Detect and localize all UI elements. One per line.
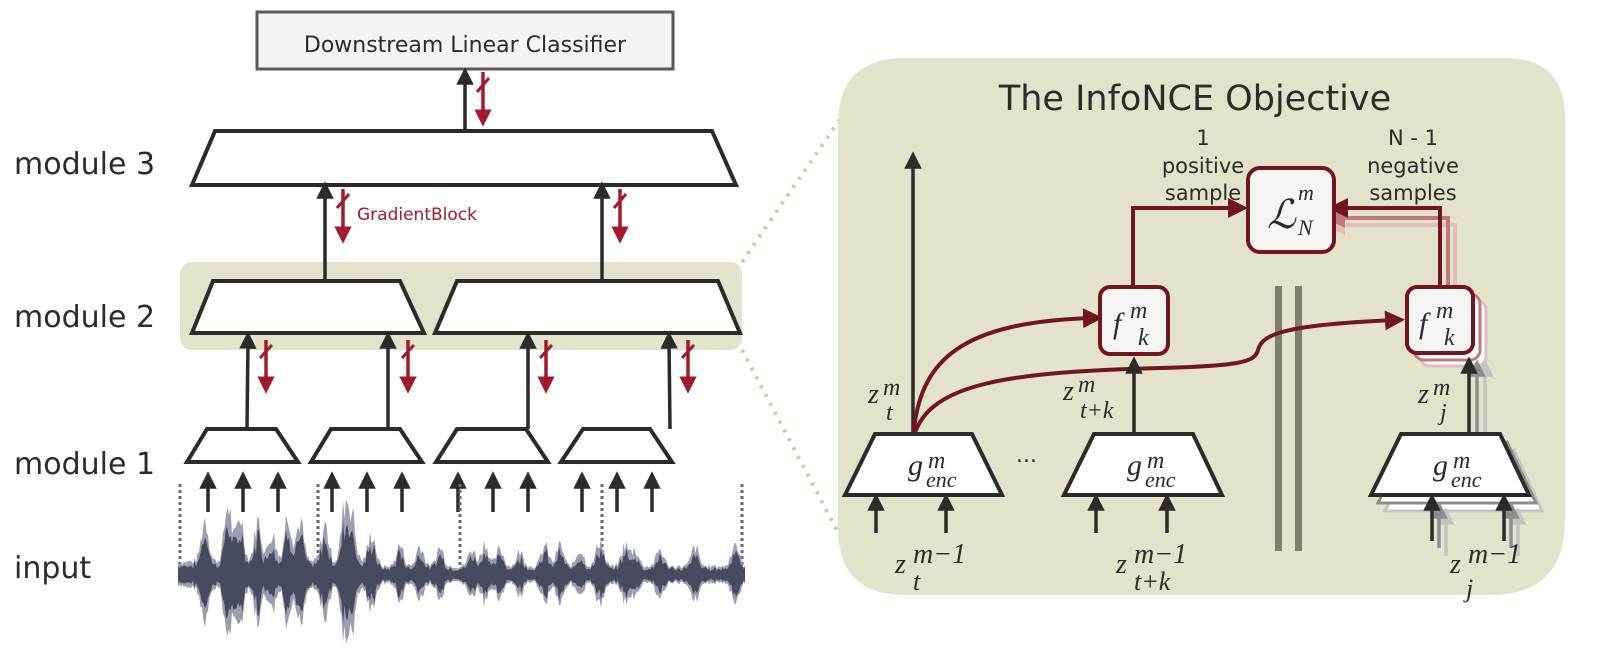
z-t-plus-k-label: z m t+k — [1062, 372, 1114, 424]
svg-text:m: m — [928, 448, 945, 474]
svg-text:enc: enc — [926, 467, 957, 492]
svg-text:sample: sample — [1165, 181, 1241, 205]
gradient-block-slash-icon — [475, 77, 491, 93]
svg-text:enc: enc — [1451, 467, 1482, 492]
module-1-trapezoid — [432, 427, 552, 464]
waveform-core — [178, 521, 745, 624]
svg-text:m: m — [883, 375, 900, 401]
svg-text:t: t — [913, 567, 921, 596]
positive-path — [1131, 198, 1248, 288]
module-2-trapezoid-right — [431, 279, 744, 335]
module-3-label: module 3 — [14, 147, 155, 182]
svg-text:k: k — [1444, 325, 1455, 351]
gradient-block-slash-icon — [612, 193, 628, 209]
svg-text:z: z — [1062, 376, 1074, 407]
svg-text:z: z — [867, 379, 879, 410]
negative-samples-label: N - 1 negative samples — [1367, 126, 1459, 205]
module-3-trapezoid — [188, 129, 740, 187]
svg-text:t: t — [886, 400, 894, 426]
svg-text:j: j — [1437, 400, 1447, 426]
svg-text:N - 1: N - 1 — [1388, 126, 1438, 150]
svg-text:t+k: t+k — [1080, 398, 1114, 424]
input-arrows — [199, 471, 661, 512]
encoder-t: g m enc — [841, 432, 1006, 497]
z-t-plus-k-input-label: z m−1 t+k — [1115, 539, 1187, 596]
separator-bar — [1295, 286, 1302, 551]
classifier-label: Downstream Linear Classifier — [304, 33, 627, 58]
svg-text:m: m — [1130, 298, 1147, 324]
z-t-input-label: z m−1 t — [894, 539, 966, 596]
infonce-panel — [838, 58, 1565, 595]
z-t-label: z m t — [867, 375, 900, 426]
curve-to-positive-predictor — [911, 308, 1103, 441]
svg-text:m: m — [1453, 448, 1470, 474]
module-1-trapezoid — [183, 427, 302, 464]
input-label: input — [14, 551, 91, 586]
encoder-j: g m enc — [1367, 432, 1533, 497]
encoder-t-plus-k: g m enc — [1060, 432, 1226, 497]
negative-predictor-box: f m k — [1405, 285, 1475, 355]
module-1-trapezoid — [557, 427, 676, 464]
svg-text:z: z — [1115, 549, 1127, 580]
negative-path — [1328, 198, 1442, 288]
svg-text:t+k: t+k — [1134, 567, 1171, 596]
module-1-label: module 1 — [14, 447, 155, 482]
svg-text:z: z — [1449, 549, 1461, 580]
svg-text:m−1: m−1 — [913, 539, 966, 570]
positive-predictor-box: f m k — [1098, 285, 1170, 356]
curve-to-negative-predictor — [911, 310, 1405, 441]
svg-text:m: m — [1147, 448, 1164, 474]
svg-text:g: g — [1127, 449, 1142, 482]
z-j-label: z m j — [1417, 375, 1450, 426]
gradient-block-slash-icon — [335, 193, 351, 209]
infonce-title: The InfoNCE Objective — [998, 79, 1391, 119]
svg-text:negative: negative — [1367, 154, 1459, 178]
gradient-block-label: GradientBlock — [357, 205, 477, 225]
audio-waveform — [178, 499, 745, 644]
svg-text:enc: enc — [1145, 467, 1176, 492]
module-2-label: module 2 — [14, 300, 155, 335]
positive-sample-label: 1 positive sample — [1162, 126, 1244, 205]
svg-text:1: 1 — [1196, 126, 1209, 150]
ellipsis: ... — [1016, 443, 1037, 468]
downstream-classifier-box: Downstream Linear Classifier — [255, 10, 675, 71]
svg-text:g: g — [908, 449, 923, 482]
negative-path-faded — [1325, 215, 1457, 290]
svg-text:j: j — [1463, 574, 1473, 603]
svg-text:m: m — [1298, 180, 1314, 205]
encoder-input-arrows — [867, 493, 1527, 556]
svg-text:k: k — [1138, 325, 1149, 351]
svg-text:m−1: m−1 — [1134, 539, 1187, 570]
svg-text:samples: samples — [1369, 181, 1456, 205]
z-j-input-label: z m−1 j — [1449, 539, 1521, 603]
separator-bar — [1275, 286, 1282, 551]
svg-text:N: N — [1297, 215, 1314, 240]
module-2-trapezoid-left — [189, 279, 428, 335]
svg-text:positive: positive — [1162, 154, 1244, 178]
svg-text:m: m — [1436, 298, 1453, 324]
svg-text:m: m — [1433, 375, 1450, 401]
module-1-trapezoid — [307, 427, 426, 464]
svg-text:m−1: m−1 — [1468, 539, 1521, 570]
svg-text:g: g — [1433, 449, 1448, 482]
svg-text:z: z — [894, 549, 906, 580]
svg-text:m: m — [1078, 372, 1095, 398]
infonce-loss-box: ℒ m N — [1246, 166, 1336, 254]
module-1-to-2-arrows — [239, 331, 697, 430]
negative-path-faded — [1325, 208, 1450, 290]
svg-text:z: z — [1417, 379, 1429, 410]
svg-text:ℒ: ℒ — [1267, 192, 1297, 237]
